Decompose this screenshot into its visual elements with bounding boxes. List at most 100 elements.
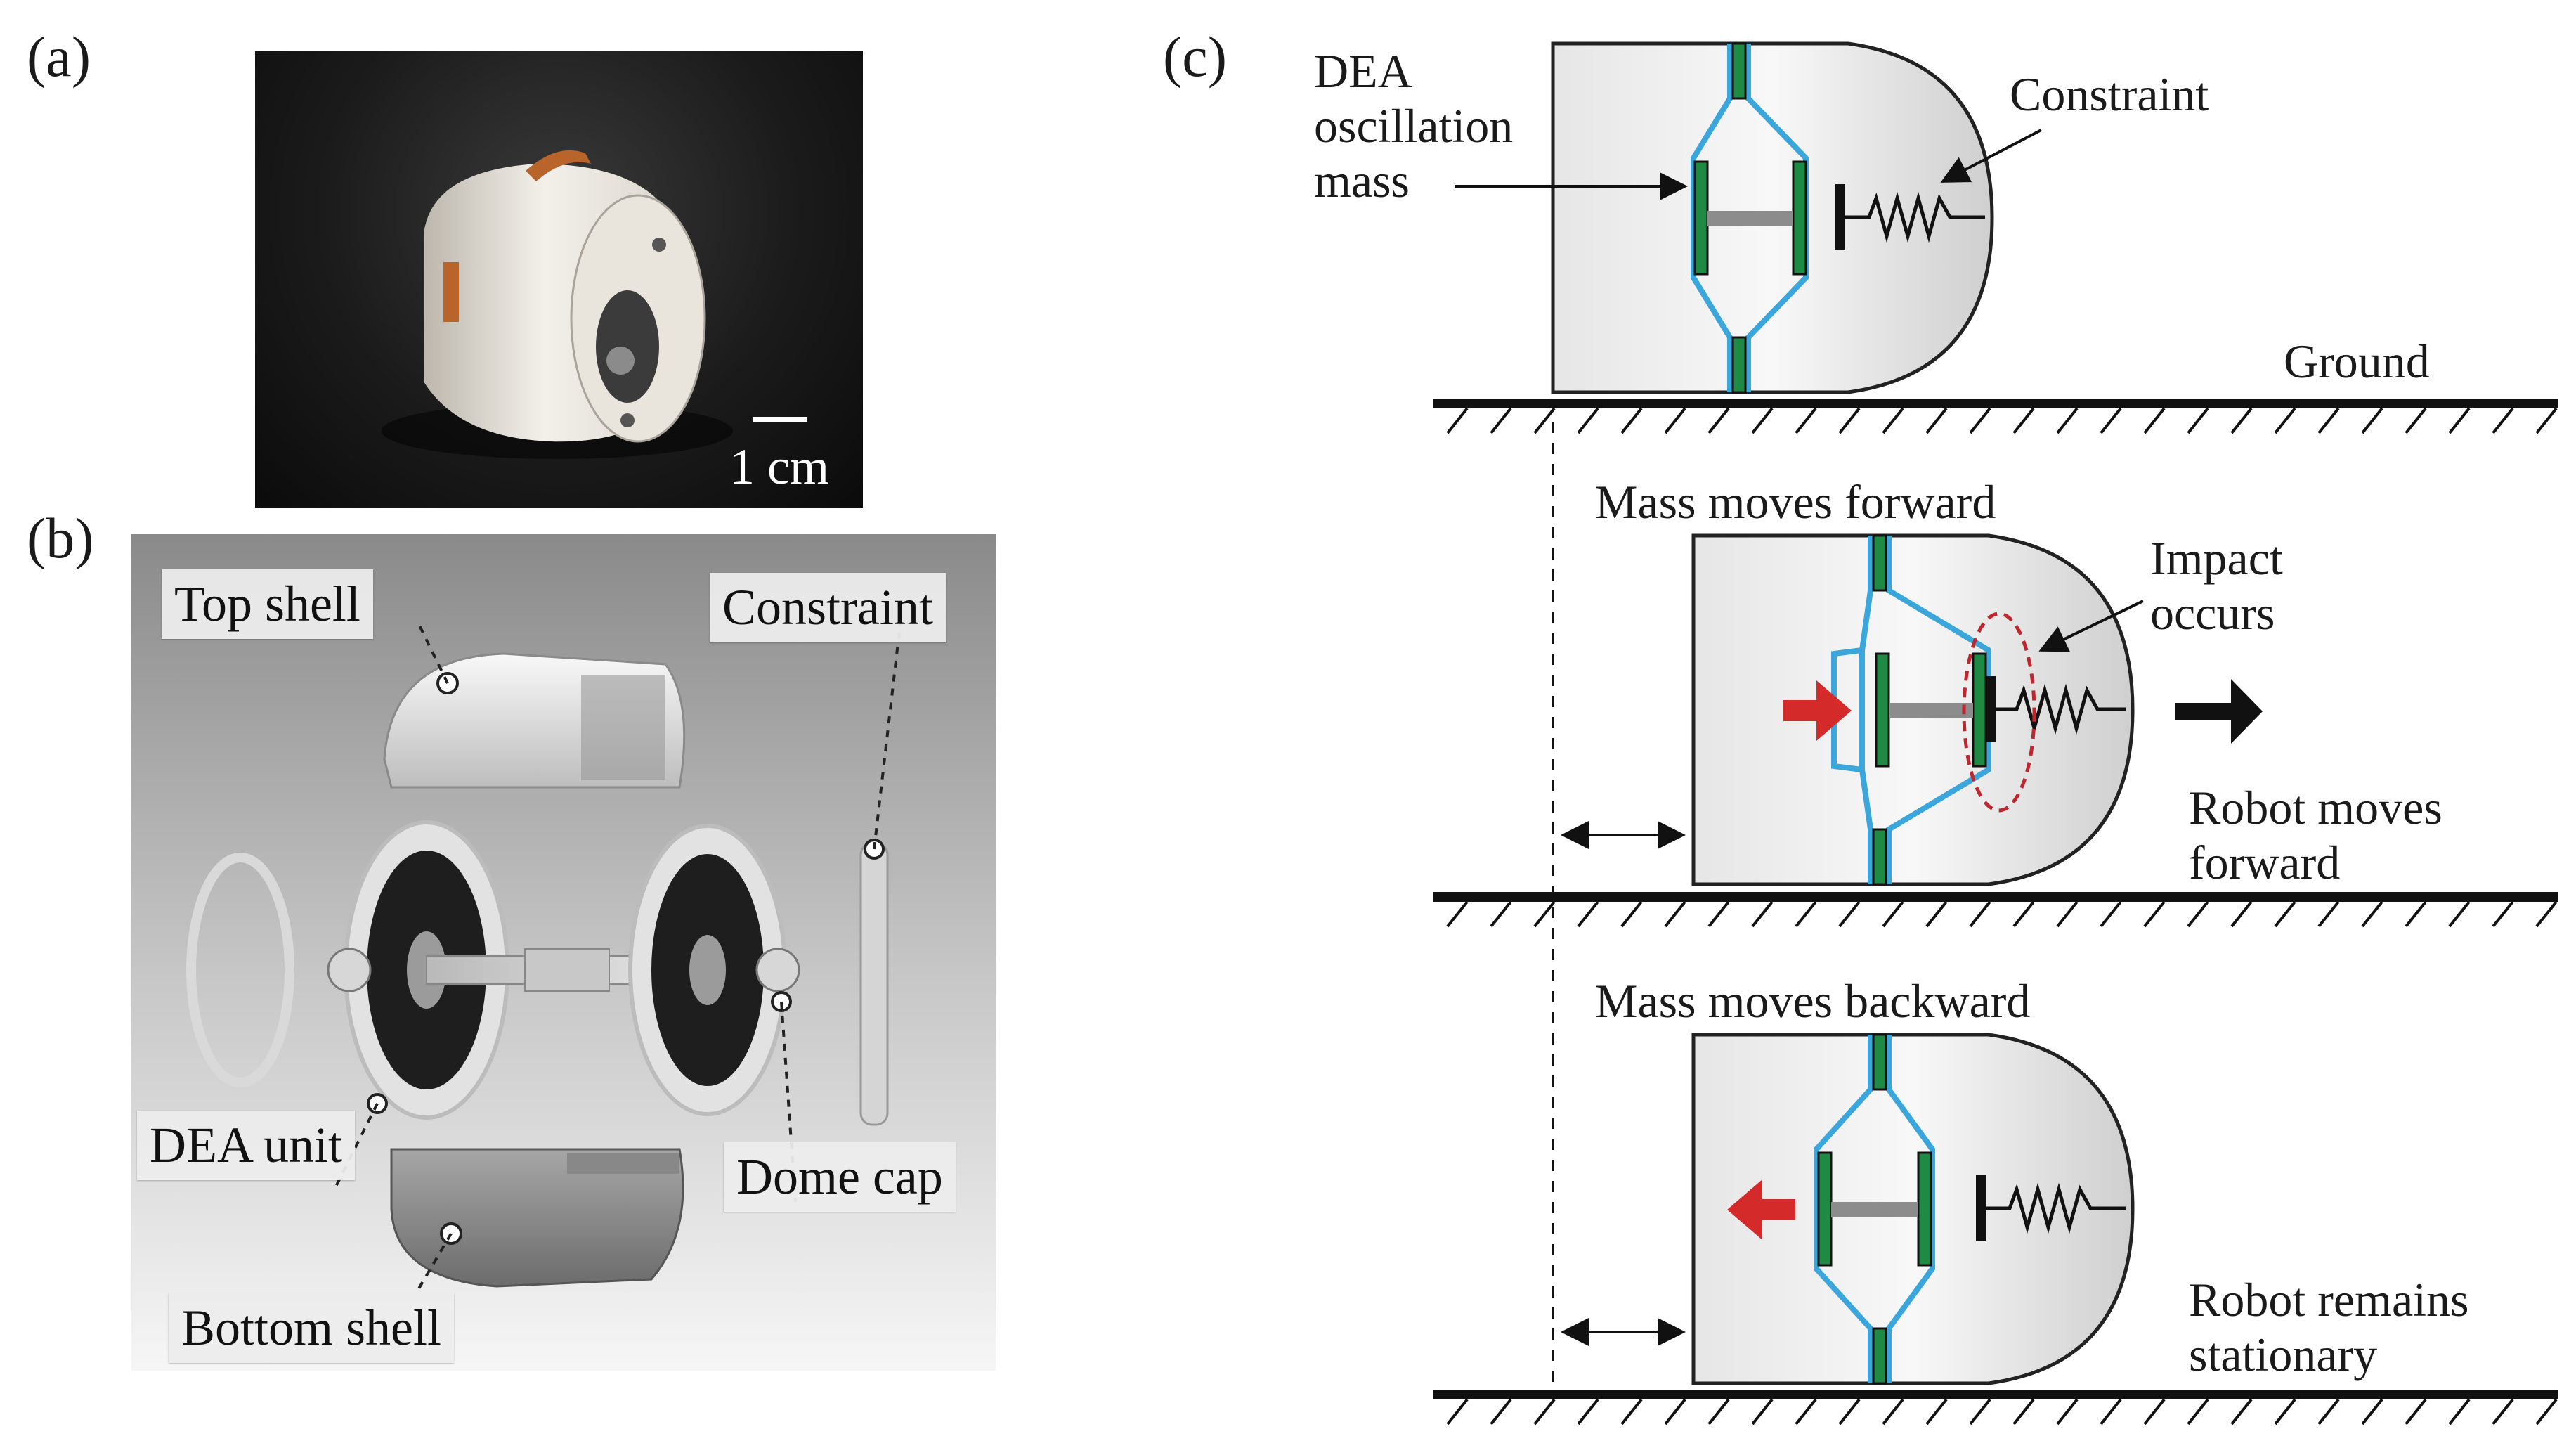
hatch-stroke bbox=[1751, 407, 1774, 434]
hatch-stroke bbox=[2274, 407, 2296, 434]
hatch-stroke bbox=[1751, 1398, 1774, 1425]
label-robot-forward-line1: Robot moves bbox=[2189, 781, 2442, 834]
electrode bbox=[1875, 652, 1890, 768]
hatch-stroke bbox=[2405, 1398, 2427, 1425]
hatch-stroke bbox=[1969, 900, 1991, 928]
dea-unit bbox=[344, 820, 787, 1120]
hatch-stroke bbox=[2056, 407, 2079, 434]
hatch-stroke bbox=[2448, 407, 2471, 434]
electrode bbox=[1872, 534, 1887, 592]
hatch-stroke bbox=[2056, 1398, 2079, 1425]
hatch-stroke bbox=[2317, 1398, 2340, 1425]
impact-ring bbox=[1962, 612, 2036, 813]
exploded-view bbox=[131, 534, 996, 1371]
hatch-stroke bbox=[1577, 1398, 1599, 1425]
electrode bbox=[1872, 828, 1887, 886]
hatch-stroke bbox=[2012, 407, 2035, 434]
hatch-stroke bbox=[2143, 407, 2166, 434]
label-mass-backward: Mass moves backward bbox=[1595, 974, 2031, 1028]
label-ground: Ground bbox=[2284, 335, 2430, 388]
hatch-stroke bbox=[1490, 1398, 1512, 1425]
label-impact-line2: occurs bbox=[2150, 586, 2275, 640]
hatch-stroke bbox=[2448, 1398, 2471, 1425]
membrane bbox=[1814, 1035, 1873, 1383]
red-arrow-forward bbox=[1783, 680, 1852, 741]
hatch-stroke bbox=[1533, 900, 1556, 928]
electrode bbox=[1972, 652, 1987, 768]
hatch-stroke bbox=[1664, 407, 1686, 434]
hatch-stroke bbox=[2230, 900, 2253, 928]
scale-bar-label: 1 cm bbox=[729, 439, 829, 495]
hatch-stroke bbox=[2187, 900, 2209, 928]
hatch-stroke bbox=[1838, 407, 1861, 434]
label-constraint-c: Constraint bbox=[2010, 67, 2209, 121]
label-dea-line2: oscillation bbox=[1314, 99, 1514, 153]
label-mass-forward: Mass moves forward bbox=[1595, 475, 1996, 529]
hatch-stroke bbox=[1838, 900, 1861, 928]
spring bbox=[1986, 1182, 2126, 1234]
hatch-stroke bbox=[1707, 407, 1730, 434]
hatch-stroke bbox=[2535, 900, 2558, 928]
hatch-stroke bbox=[1969, 407, 1991, 434]
hatch-stroke bbox=[1838, 1398, 1861, 1425]
stopper bbox=[1835, 184, 1845, 250]
electrode bbox=[1792, 160, 1807, 276]
hatch-stroke bbox=[2405, 407, 2427, 434]
hatch-stroke bbox=[1882, 1398, 1904, 1425]
hatch-stroke bbox=[1664, 900, 1686, 928]
label-robot-stationary-line1: Robot remains bbox=[2189, 1273, 2469, 1326]
hatch-stroke bbox=[1795, 407, 1817, 434]
stage-rest bbox=[1455, 41, 2042, 394]
copper-tab bbox=[526, 150, 591, 181]
mass-rod bbox=[1889, 703, 1973, 718]
hatch-stroke bbox=[2274, 1398, 2296, 1425]
hatch-stroke bbox=[2317, 407, 2340, 434]
panel-b-label: (b) bbox=[27, 506, 94, 570]
hatch-stroke bbox=[2492, 407, 2514, 434]
scale-bar bbox=[753, 417, 807, 422]
label-dea-line1: DEA bbox=[1314, 44, 1412, 98]
hatch-stroke bbox=[2361, 1398, 2383, 1425]
hatch-stroke bbox=[2056, 900, 2079, 928]
callout-constraint: Constraint bbox=[710, 573, 946, 642]
hatch-stroke bbox=[1446, 407, 1469, 434]
robot-photo: 1 cm bbox=[255, 51, 863, 508]
callout-dea-unit: DEA unit bbox=[137, 1111, 356, 1180]
hatch-stroke bbox=[2492, 900, 2514, 928]
hatch-stroke bbox=[1882, 900, 1904, 928]
membrane bbox=[1859, 536, 1873, 884]
hatch-stroke bbox=[2187, 407, 2209, 434]
hatch-stroke bbox=[2230, 1398, 2253, 1425]
mass-rod bbox=[1707, 211, 1793, 226]
hatch-stroke bbox=[1664, 1398, 1686, 1425]
black-arrow-forward bbox=[2175, 679, 2263, 744]
spring bbox=[1845, 191, 1985, 243]
hatch-stroke bbox=[2143, 900, 2166, 928]
hatch-stroke bbox=[2012, 1398, 2035, 1425]
electrode bbox=[1917, 1151, 1932, 1267]
copper-tab bbox=[443, 262, 459, 322]
hatch-stroke bbox=[1925, 1398, 1948, 1425]
hatch-stroke bbox=[2535, 407, 2558, 434]
dome-cap bbox=[327, 948, 372, 992]
hatch-stroke bbox=[1707, 1398, 1730, 1425]
ground-hatch bbox=[1446, 407, 2558, 434]
hatch-stroke bbox=[2187, 1398, 2209, 1425]
spring bbox=[1996, 683, 2126, 735]
ground-hatch bbox=[1446, 900, 2558, 928]
hatch-stroke bbox=[2100, 900, 2122, 928]
electrode bbox=[1872, 1033, 1887, 1091]
hatch-stroke bbox=[1577, 900, 1599, 928]
hatch-stroke bbox=[2100, 1398, 2122, 1425]
hatch-stroke bbox=[1446, 1398, 1469, 1425]
panel-a-label: (a) bbox=[27, 25, 91, 89]
electrode bbox=[1731, 42, 1747, 100]
hatch-stroke bbox=[1795, 900, 1817, 928]
hatch-stroke bbox=[2535, 1398, 2558, 1425]
label-robot-stationary-line2: stationary bbox=[2189, 1328, 2378, 1381]
label-robot-forward-line2: forward bbox=[2189, 836, 2341, 889]
stage-backward bbox=[1561, 1033, 2135, 1385]
red-arrow-backward bbox=[1727, 1179, 1795, 1240]
hatch-stroke bbox=[1490, 900, 1512, 928]
